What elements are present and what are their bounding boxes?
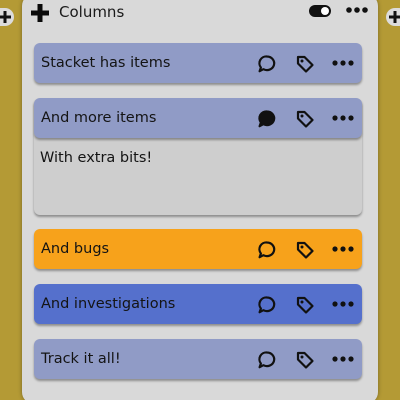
- card-detail-text: With extra bits!: [40, 150, 153, 166]
- card-title: And investigations: [41, 296, 176, 312]
- comment-icon[interactable]: [257, 54, 277, 74]
- column-title: Columns: [59, 3, 125, 21]
- card-title: Track it all!: [41, 351, 121, 367]
- left-edge-tab[interactable]: [0, 8, 14, 26]
- card-track-it-all[interactable]: Track it all!: [34, 339, 362, 379]
- right-edge-tab[interactable]: [386, 8, 400, 26]
- toggle-knob: [321, 7, 329, 15]
- comment-icon[interactable]: [257, 350, 277, 370]
- tag-icon[interactable]: [295, 54, 315, 74]
- tag-icon[interactable]: [295, 240, 315, 260]
- comment-icon[interactable]: [257, 295, 277, 315]
- tag-icon[interactable]: [295, 350, 315, 370]
- column-toggle[interactable]: [309, 5, 331, 17]
- comment-filled-icon[interactable]: [257, 109, 277, 129]
- card-stacket-has-items[interactable]: Stacket has items: [34, 43, 362, 83]
- card-title: Stacket has items: [41, 55, 171, 71]
- column-more-dots-icon[interactable]: [346, 5, 368, 15]
- card-more-dots-icon[interactable]: [332, 113, 354, 123]
- card-more-dots-icon[interactable]: [332, 354, 354, 364]
- plus-icon: [0, 11, 11, 23]
- add-card-plus-icon[interactable]: [30, 3, 50, 23]
- card-more-dots-icon[interactable]: [332, 58, 354, 68]
- card-title: And bugs: [41, 241, 110, 257]
- card-head[interactable]: And more items: [34, 98, 362, 138]
- plus-icon: [389, 11, 400, 23]
- comment-icon[interactable]: [257, 240, 277, 260]
- card-more-dots-icon[interactable]: [332, 244, 354, 254]
- card-and-bugs[interactable]: And bugs: [34, 229, 362, 269]
- card-more-dots-icon[interactable]: [332, 299, 354, 309]
- card-and-investigations[interactable]: And investigations: [34, 284, 362, 324]
- column-header: Columns: [22, 0, 378, 30]
- tag-icon[interactable]: [295, 295, 315, 315]
- card-title: And more items: [41, 110, 157, 126]
- column-panel: Columns Stacket has items And more items: [22, 0, 378, 400]
- card-and-more-items[interactable]: And more items With extra bits!: [34, 98, 362, 215]
- tag-icon[interactable]: [295, 109, 315, 129]
